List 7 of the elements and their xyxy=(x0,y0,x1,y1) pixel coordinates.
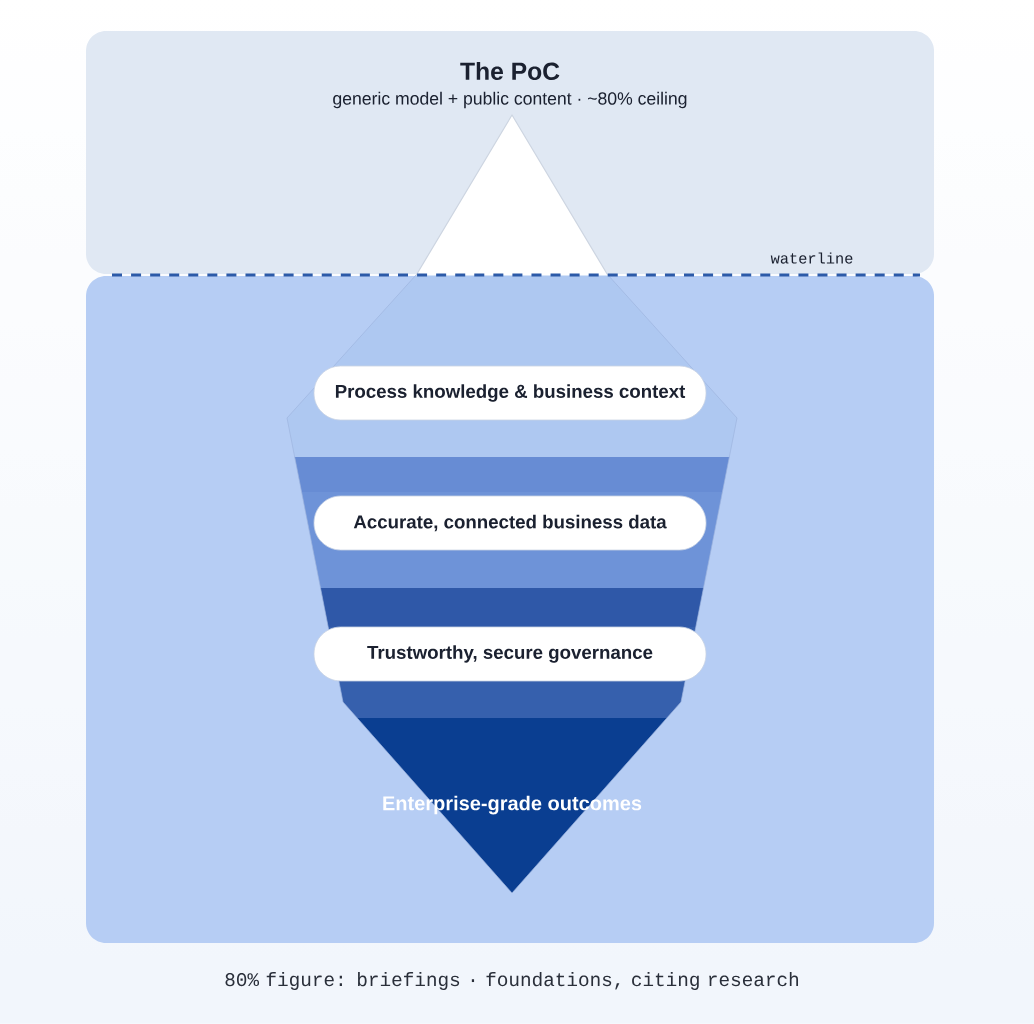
panel-subtitle: generic model + public content · ~80% ceiling xyxy=(333,91,687,109)
pill-text: Accurate, connected business data xyxy=(353,514,667,532)
pill-text: Trustworthy, secure governance xyxy=(367,645,653,663)
source-note: 80% figure: briefings · foundations, citing research xyxy=(225,972,798,991)
waterline-label: waterline xyxy=(770,252,853,264)
panel-title: The PoC xyxy=(460,61,560,81)
pill-text: Process knowledge & business context xyxy=(335,384,686,402)
